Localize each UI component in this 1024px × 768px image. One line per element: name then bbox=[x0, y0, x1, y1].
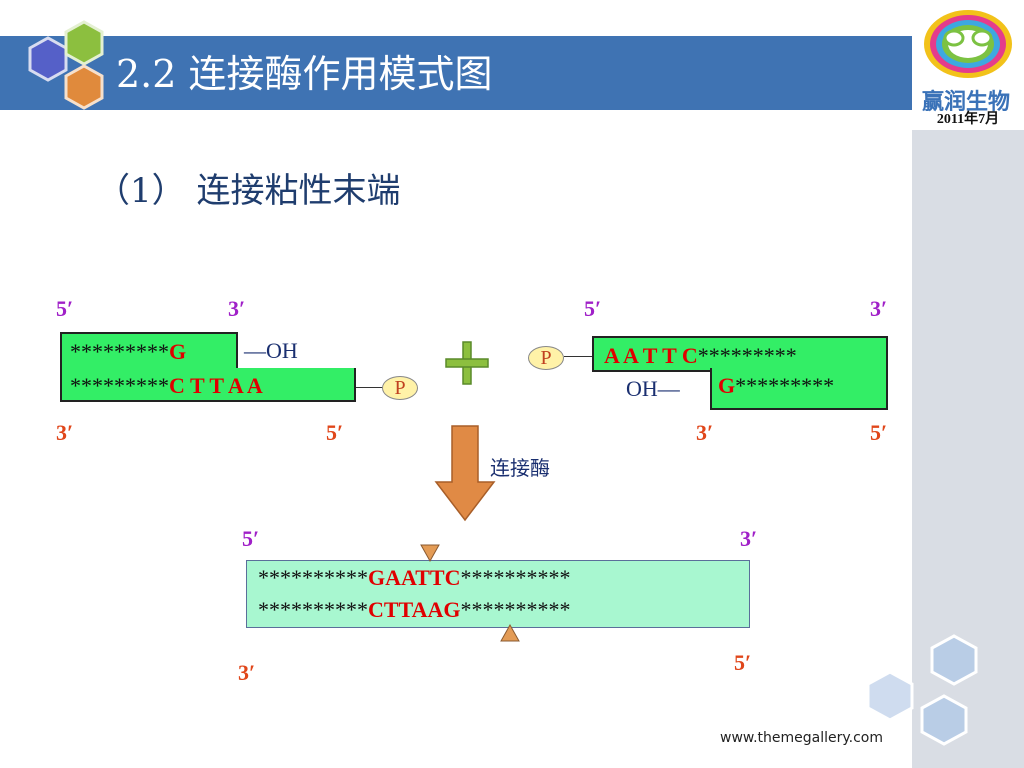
hexagon-cluster-icon bbox=[28, 20, 104, 110]
page-title: 2.2 连接酶作用模式图 bbox=[116, 52, 493, 96]
right-bottom-strand-box bbox=[710, 368, 888, 410]
down-arrow-icon bbox=[434, 425, 496, 522]
product-bottom-site: CTTAAG bbox=[368, 597, 461, 622]
right-oh-label: OH— bbox=[626, 376, 680, 401]
product-top-5prime-label: 5′ bbox=[242, 526, 260, 551]
product-top-site: GAATTC bbox=[368, 565, 461, 590]
right-phosphate-circle: P bbox=[528, 346, 564, 370]
left-strand-join bbox=[62, 368, 234, 374]
product-top-sequence: **********GAATTC********** bbox=[258, 564, 571, 592]
product-bottom-3prime-label: 3′ bbox=[238, 660, 256, 685]
product-bottom-left-stars: ********** bbox=[258, 597, 368, 622]
product-top-3prime-label: 3′ bbox=[740, 526, 758, 551]
product-bottom-right-stars: ********** bbox=[460, 597, 571, 622]
plus-sign-icon bbox=[445, 341, 489, 385]
bottom-nick-marker-icon bbox=[500, 624, 520, 642]
product-bottom-sequence: **********CTTAAG********** bbox=[258, 596, 571, 624]
right-bottom-base: G bbox=[718, 373, 736, 398]
right-phosphate-bond bbox=[564, 356, 592, 357]
right-top-sequence: A A T T C********* bbox=[604, 342, 797, 370]
product-top-left-stars: ********** bbox=[258, 565, 368, 590]
left-bottom-stars: ********* bbox=[70, 373, 169, 398]
decorative-hexagons-icon bbox=[866, 634, 978, 746]
right-bottom-stars: ********* bbox=[735, 373, 835, 398]
right-top-3prime-label: 3′ bbox=[870, 296, 888, 321]
left-oh-label: —OH bbox=[244, 338, 298, 363]
company-logo-icon bbox=[924, 10, 1012, 78]
ligase-label: 连接酶 bbox=[490, 456, 550, 480]
product-bottom-5prime-label: 5′ bbox=[734, 650, 752, 675]
left-top-stars: ********* bbox=[70, 339, 169, 364]
left-top-5prime-label: 5′ bbox=[56, 296, 74, 321]
right-strand-join bbox=[712, 366, 886, 372]
left-bottom-3prime-label: 3′ bbox=[56, 420, 74, 445]
logo-text: 赢润生物 bbox=[921, 90, 1010, 115]
left-phosphate-circle: P bbox=[382, 376, 418, 400]
left-bottom-5prime-label: 5′ bbox=[326, 420, 344, 445]
section-subtitle: （1） 连接粘性末端 bbox=[96, 171, 401, 211]
right-bottom-3prime-label: 3′ bbox=[696, 420, 714, 445]
right-bottom-sequence: G********* bbox=[718, 372, 834, 400]
top-nick-marker-icon bbox=[420, 544, 440, 562]
right-bottom-5prime-label: 5′ bbox=[870, 420, 888, 445]
left-phosphate-bond bbox=[356, 387, 384, 388]
footer-url[interactable]: www.themegallery.com bbox=[720, 730, 883, 746]
product-strand-box bbox=[246, 560, 750, 628]
left-top-3prime-label: 3′ bbox=[228, 296, 246, 321]
left-top-base: G bbox=[169, 339, 187, 364]
title-bar bbox=[0, 36, 912, 110]
date-badge: 2011年7月 bbox=[936, 112, 1000, 127]
left-bottom-bases: C T T A A bbox=[169, 373, 263, 398]
right-top-5prime-label: 5′ bbox=[584, 296, 602, 321]
product-top-right-stars: ********** bbox=[460, 565, 571, 590]
left-top-sequence: *********G bbox=[70, 338, 186, 366]
right-top-stars: ********* bbox=[697, 343, 797, 368]
left-bottom-sequence: *********C T T A A bbox=[70, 372, 263, 400]
right-top-bases: A A T T C bbox=[604, 343, 698, 368]
